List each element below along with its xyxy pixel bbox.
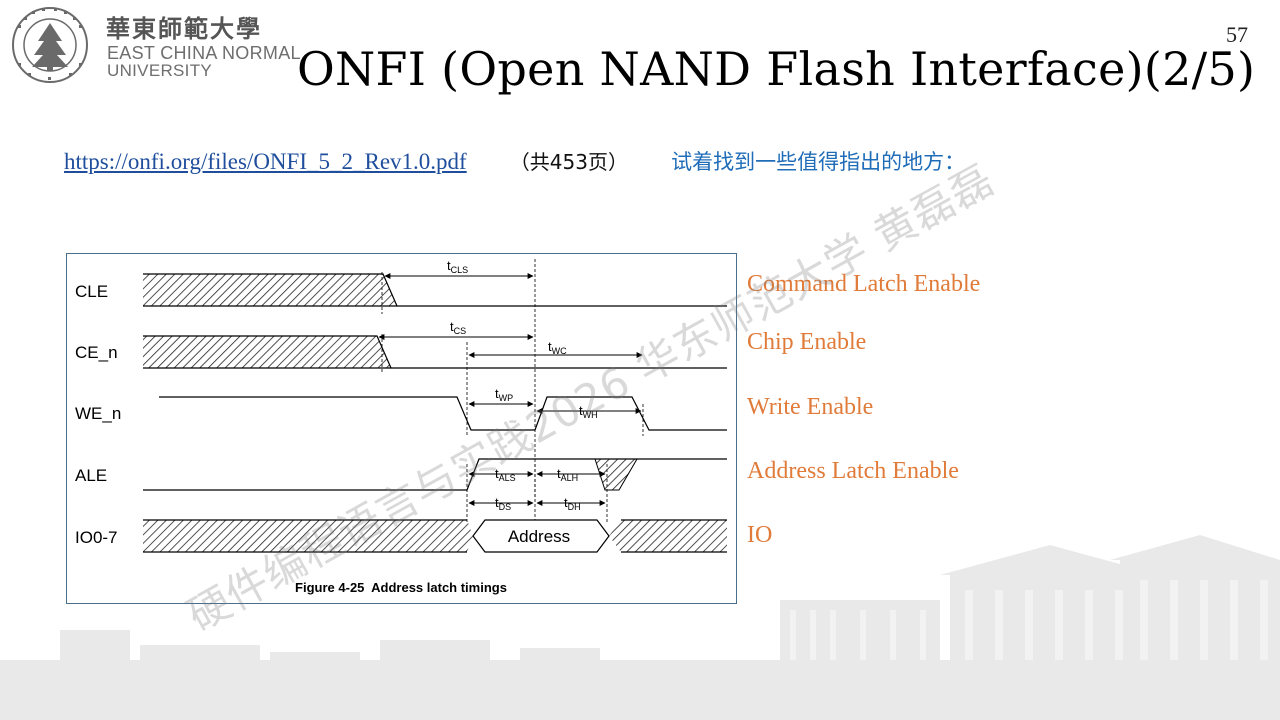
university-name-cn: 華東師範大學 (106, 14, 262, 43)
timing-diagram: CLE CE_n WE_n ALE IO0-7 (75, 258, 727, 595)
twp-label: tWP (495, 386, 513, 403)
cle-waveform (143, 273, 727, 307)
reference-line: https://onfi.org/files/ONFI_5_2_Rev1.0.p… (64, 146, 965, 176)
twc-label: tWC (548, 339, 567, 356)
signal-label-we-n: WE_n (75, 404, 121, 423)
tdh-label: tDH (564, 495, 581, 512)
signal-label-cle: CLE (75, 282, 108, 301)
address-bus-label: Address (508, 527, 570, 546)
we-n-waveform (159, 396, 727, 431)
university-seal-icon (12, 7, 88, 83)
ale-waveform (143, 458, 727, 491)
desc-command-latch-enable: Command Latch Enable (747, 271, 981, 297)
university-name-en-line2: UNIVERSITY (107, 61, 213, 80)
signal-label-ale: ALE (75, 466, 107, 485)
page-count-note: （共453页） (509, 150, 628, 174)
university-name-en-line1: EAST CHINA NORMAL (107, 43, 301, 63)
page-number: 57 (1226, 22, 1248, 47)
signal-label-ce-n: CE_n (75, 343, 118, 362)
tals-label: tALS (495, 466, 516, 483)
io-waveform: Address (143, 519, 727, 553)
desc-address-latch-enable: Address Latch Enable (747, 458, 959, 484)
tcs-label: tCS (450, 319, 466, 336)
signal-label-io: IO0-7 (75, 528, 118, 547)
address-latch-timing-figure: CLE CE_n WE_n ALE IO0-7 (66, 253, 737, 604)
desc-chip-enable: Chip Enable (747, 329, 867, 355)
tds-label: tDS (495, 495, 511, 512)
figure-caption: Figure 4-25 Address latch timings (295, 580, 507, 595)
university-logo: 華東師範大學 EAST CHINA NORMAL UNIVERSITY (10, 5, 301, 85)
desc-write-enable: Write Enable (747, 394, 874, 420)
talh-label: tALH (557, 466, 578, 483)
onfi-spec-link[interactable]: https://onfi.org/files/ONFI_5_2_Rev1.0.p… (64, 149, 467, 174)
instruction-text: 试着找到一些值得指出的地方： (671, 150, 966, 174)
slide-title: ONFI (Open NAND Flash Interface)(2/5) (297, 42, 1256, 96)
tcls-label: tCLS (447, 258, 468, 275)
twh-label: tWH (579, 403, 598, 420)
ce-n-waveform (143, 335, 727, 369)
desc-io: IO (747, 522, 773, 548)
